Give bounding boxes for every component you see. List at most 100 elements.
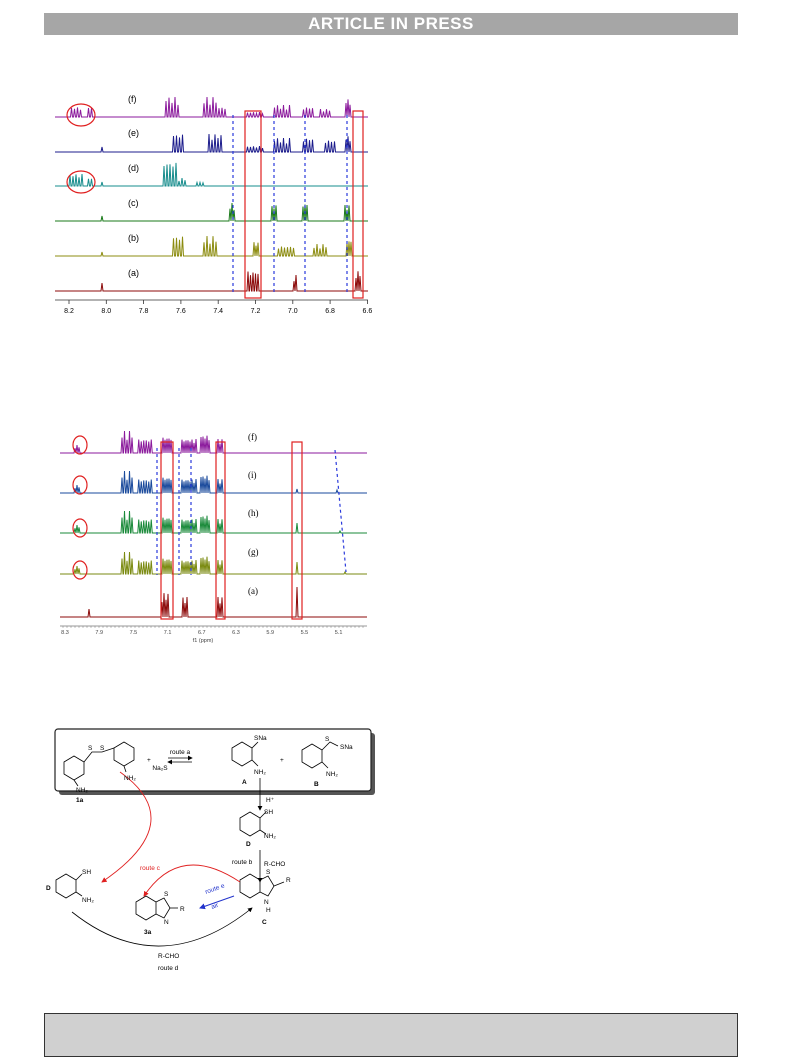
axis-tick-label: 7.2 (251, 308, 261, 315)
highlight-ellipse (72, 435, 88, 455)
axis-tick-label: 7.5 (130, 630, 138, 636)
compound-B: B (314, 781, 319, 788)
spectrum-trace (55, 133, 368, 153)
compound-3a: 3a (144, 929, 152, 936)
axis-tick-label: 7.6 (176, 308, 186, 315)
label-sna: SNa (254, 735, 267, 742)
spectrum-trace (55, 271, 368, 292)
trace-label-i: (i) (248, 470, 257, 480)
trace-label-c: (c) (128, 198, 139, 208)
axis-tick-label: 8.2 (64, 308, 74, 315)
spectrum-trace (60, 431, 367, 454)
axis-tick-label: 6.6 (363, 308, 373, 315)
axis-tick-label: 6.3 (232, 630, 240, 636)
axis-tick-label: 5.5 (301, 630, 309, 636)
route-e-arrow (199, 895, 235, 910)
trace-label-h: (h) (248, 508, 259, 518)
axis-tick-label: 5.9 (266, 630, 274, 636)
label-rcho: R-CHO (264, 861, 285, 868)
trace-label-d: (d) (128, 163, 139, 173)
label-route-a: route a (170, 749, 191, 756)
highlight-box (160, 441, 174, 620)
route-c-arrow-2 (143, 864, 241, 897)
label-nh2: NH₂ (76, 787, 88, 794)
nmr-figure-1: (f) (e) (d) (c) (b) (a) 8.2 8.0 7.8 7.6 7.4 7… (55, 94, 373, 315)
axis-tick-label: 5.1 (335, 630, 343, 636)
highlight-ellipse (72, 518, 88, 538)
highlight-box (291, 441, 303, 620)
label-sna: SNa (340, 744, 353, 751)
label-h: H (266, 907, 271, 914)
label-h-plus: H⁺ (266, 797, 275, 804)
spectrum-trace (55, 162, 368, 187)
compound-D: D (246, 841, 251, 848)
axis-tick-label: 7.8 (139, 308, 149, 315)
label-s: S (266, 869, 271, 876)
trace-label-b: (b) (128, 233, 139, 243)
trace-label-a: (a) (248, 586, 258, 596)
label-r: R (180, 906, 185, 913)
trace-label-a: (a) (128, 268, 139, 278)
label-sh: SH (264, 809, 273, 816)
label-r: R (286, 877, 291, 884)
label-s: S (325, 736, 330, 743)
axis-tick-label: 7.0 (288, 308, 298, 315)
trace-label-f: (f) (128, 94, 137, 104)
label-s: S (164, 891, 169, 898)
label-n: N (264, 899, 269, 906)
spectrum-trace (60, 511, 367, 534)
reagent-na2s: Na₂S (152, 765, 168, 772)
highlight-ellipse (72, 560, 88, 580)
axis-tick-label: 6.8 (325, 308, 335, 315)
plus-sign: + (147, 757, 151, 764)
highlight-ellipse (66, 103, 96, 127)
label-nh2: NH₂ (82, 897, 94, 904)
spectrum-trace (55, 202, 368, 222)
spectrum-trace (55, 236, 368, 257)
highlight-box (352, 110, 364, 299)
trace-label-f: (f) (248, 432, 257, 442)
label-route-c: route c (140, 865, 161, 872)
spectrum-trace (60, 586, 367, 618)
highlight-box (215, 441, 226, 620)
footer-box (44, 1013, 738, 1057)
label-nh2: NH₂ (254, 769, 266, 776)
nmr-figure-2: (f) (i) (h) (g) (a) 8.3 7.9 7.5 7.1 6.7 6.3 5.… (60, 431, 367, 644)
label-nh2: NH₂ (326, 771, 338, 778)
label-air: air (210, 902, 220, 911)
trace-label-g: (g) (248, 547, 259, 557)
label-s: S (88, 745, 93, 752)
label-sh: SH (82, 869, 91, 876)
spectrum-trace (60, 471, 367, 494)
axis-tick-label: 8.0 (101, 308, 111, 315)
label-nh2: NH₂ (264, 833, 276, 840)
trace-label-e: (e) (128, 128, 139, 138)
equilibrium-box (54, 728, 372, 792)
highlight-box (244, 110, 262, 299)
axis-tick-label: 6.7 (198, 630, 206, 636)
label-n: N (164, 919, 169, 926)
axis-tick-label: 7.9 (95, 630, 103, 636)
guide-line (334, 449, 347, 573)
label-s: S (100, 745, 105, 752)
label-rcho: R-CHO (158, 953, 179, 960)
compound-A: A (242, 779, 247, 786)
spectrum-trace (60, 552, 367, 575)
label-route-d: route d (158, 965, 179, 972)
axis-tick-label: 7.1 (164, 630, 172, 636)
highlight-ellipse (66, 170, 96, 194)
compound-1a: 1a (76, 797, 84, 804)
axis-label: f1 (ppm) (193, 638, 214, 644)
article-in-press-banner: ARTICLE IN PRESS (44, 13, 738, 35)
route-c-arrow (101, 771, 152, 883)
reaction-scheme: NH₂ NH₂ S S 1a + Na₂S route a SNa NH₂ A … (46, 728, 375, 972)
highlight-ellipse (72, 475, 88, 495)
compound-C: C (262, 919, 267, 926)
compound-D: D (46, 885, 51, 892)
label-route-b: route b (232, 859, 253, 866)
label-route-e: route e (204, 882, 226, 896)
plus-sign: + (280, 757, 284, 764)
axis-tick-label: 7.4 (213, 308, 223, 315)
axis-tick-label: 8.3 (61, 630, 69, 636)
spectrum-trace (55, 97, 368, 118)
